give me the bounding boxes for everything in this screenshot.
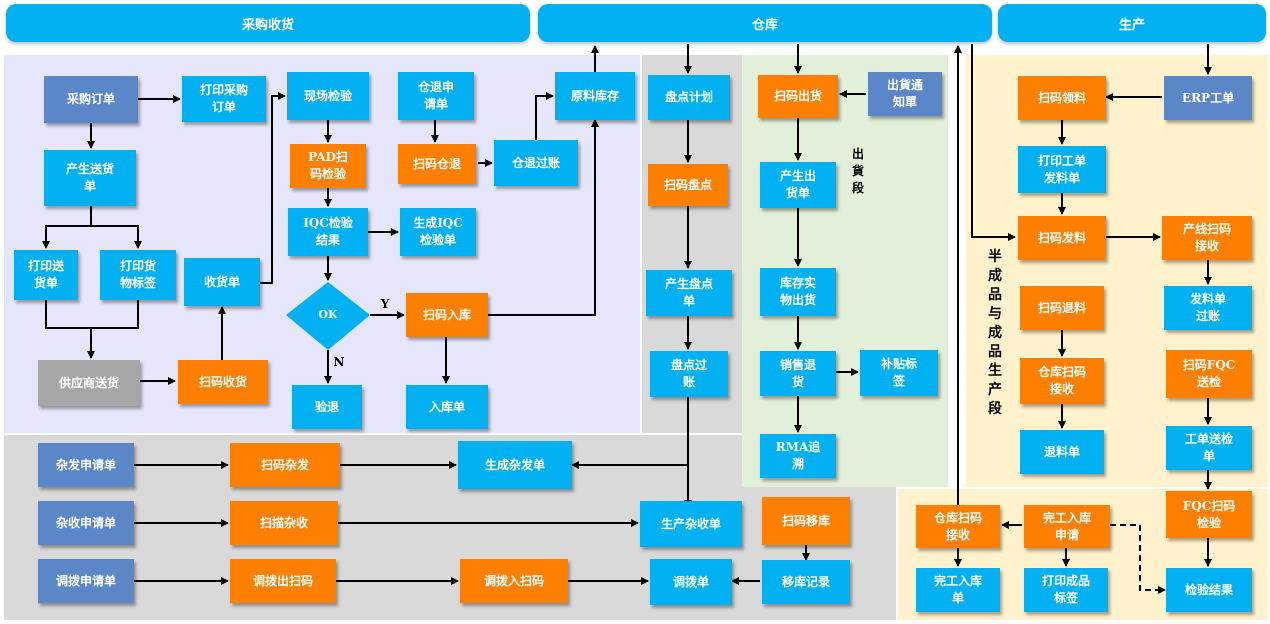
line-scan-receive: 产线扫码 接收 <box>1162 216 1252 260</box>
receipt-order: 收货单 <box>184 258 260 306</box>
production-stage-label: 半 成 品 与 成 品 生 产 段 <box>988 249 1002 417</box>
finish-stock-order: 完工入库 单 <box>916 568 1000 612</box>
pad-scan-inspection: PAD扫 码检验 <box>290 144 366 188</box>
inspection-result: 检验结果 <box>1166 568 1252 612</box>
header-warehouse: 仓库 <box>538 4 992 42</box>
onsite-inspection: 现场检验 <box>287 72 369 120</box>
raw-material-stock: 原料库存 <box>555 72 635 120</box>
generate-delivery: 产生送货 单 <box>44 150 136 206</box>
no-label: N <box>333 355 345 369</box>
print-work-order: 打印工单 发料单 <box>1018 146 1106 193</box>
stock-physical-shipment: 库存实 物出货 <box>760 268 836 316</box>
scan-count: 扫码盘点 <box>648 164 728 206</box>
count-plan: 盘点计划 <box>648 75 730 120</box>
generate-count: 产生盘点 单 <box>646 270 732 316</box>
shipping-notice: 出貨通 知單 <box>868 72 942 116</box>
scan-material-return: 扫码退料 <box>1020 286 1104 330</box>
transfer-request: 调拨申请单 <box>38 559 134 603</box>
generate-iqc: 生成IQC 检验单 <box>400 208 476 256</box>
inspection-return: 验退 <box>292 385 362 429</box>
scan-fqc-submit: 扫码FQC 送检 <box>1166 350 1252 398</box>
scan-shipment: 扫码出货 <box>758 75 838 118</box>
return-material-order: 退料单 <box>1020 430 1104 474</box>
return-request: 仓退申 请单 <box>398 72 474 120</box>
scan-receive: 扫码收货 <box>178 360 268 404</box>
scan-misc-receive: 扫描杂收 <box>230 501 338 545</box>
move-record: 移库记录 <box>762 560 850 604</box>
warehouse-scan-receive-2: 仓库扫码 接收 <box>916 505 1000 548</box>
relabel: 补贴标 签 <box>860 350 938 396</box>
rma-trace: RMA追 溯 <box>760 434 836 478</box>
transfer-in-scan: 调拨入扫码 <box>460 559 568 603</box>
scan-material-issue: 扫码发料 <box>1018 216 1106 260</box>
work-order-inspection: 工单送检 单 <box>1166 426 1252 470</box>
misc-receive-request: 杂收申请单 <box>38 501 134 545</box>
issue-posting: 发料单 过账 <box>1164 286 1252 330</box>
purchase-order: 采购订单 <box>44 76 138 123</box>
generate-misc-issue: 生成杂发单 <box>458 441 572 489</box>
print-goods-label: 打印货 物标签 <box>100 250 176 300</box>
scan-misc-issue: 扫码杂发 <box>230 443 340 487</box>
print-purchase-order: 打印采购 订单 <box>182 76 266 122</box>
ok-decision-shape <box>286 282 370 350</box>
fqc-scan-inspection: FQC扫码 检验 <box>1166 491 1252 538</box>
scan-material-pick: 扫码领料 <box>1018 76 1106 120</box>
yes-label: Y <box>380 297 390 311</box>
transfer-order: 调拨单 <box>650 559 732 605</box>
header-purchasing: 采购收货 <box>6 4 530 42</box>
finish-stock-request: 完工入库 申请 <box>1024 505 1110 548</box>
print-delivery: 打印送 货单 <box>14 250 78 300</box>
in-stock-order: 入库单 <box>406 385 488 429</box>
erp-work-order: ERP工单 <box>1164 76 1252 120</box>
warehouse-scan-receive: 仓库扫码 接收 <box>1020 358 1104 404</box>
iqc-result: IQC检验 结果 <box>288 208 368 256</box>
sales-return: 销售退 货 <box>760 351 836 396</box>
print-product-label: 打印成品 标签 <box>1024 568 1108 612</box>
header-production: 生产 <box>998 4 1266 42</box>
misc-issue-request: 杂发申请单 <box>38 443 134 487</box>
return-posting: 仓退过账 <box>494 140 578 186</box>
scan-in-stock: 扫码入库 <box>406 293 488 337</box>
production-misc-receive: 生产杂收单 <box>640 501 742 547</box>
supplier-delivery: 供应商送货 <box>38 360 140 406</box>
scan-warehouse-return: 扫码仓退 <box>398 144 476 184</box>
scan-move: 扫码移库 <box>762 497 850 545</box>
generate-shipment: 产生出 货单 <box>760 162 836 208</box>
count-posting: 盘点过 账 <box>650 351 728 397</box>
ok-decision: OK <box>318 308 338 321</box>
transfer-out-scan: 调拨出扫码 <box>230 559 336 603</box>
shipping-stage-label: 出 貨 段 <box>851 147 864 195</box>
production-region <box>966 55 1268 487</box>
